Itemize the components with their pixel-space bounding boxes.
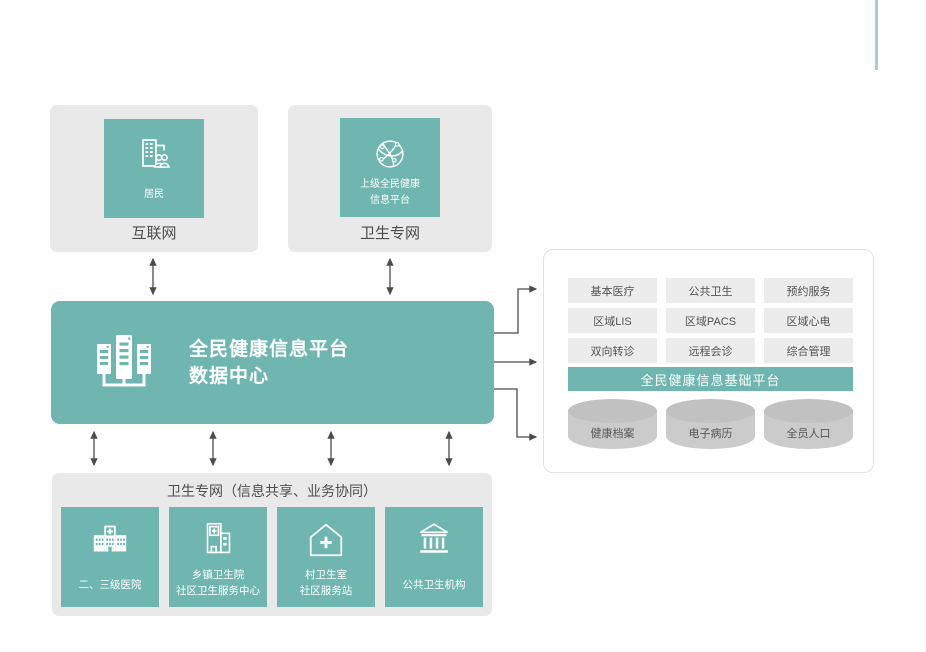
app-chip: 预约服务 [764,278,853,303]
health-center-tile-label: 乡镇卫生院 社区卫生服务中心 [176,569,260,597]
residents-building-icon [104,131,204,179]
upper-platform-tile-label: 上级全民健康 信息平台 [360,179,420,206]
hospital-tile: 二、三级医院 [61,507,159,607]
app-chip: 基本医疗 [568,278,657,303]
app-chip: 远程会诊 [666,338,755,363]
database-cylinder: 健康档案 [568,399,657,451]
health-center-icon [169,517,267,563]
database-cylinder: 电子病历 [666,399,755,451]
village-clinic-icon [277,517,375,563]
hospital-icon [61,517,159,563]
server-racks-icon [89,333,159,393]
base-platform-bar: 全民健康信息基础平台 [568,367,853,391]
internet-node: 居民 互联网 [50,105,258,252]
app-chip: 区域PACS [666,308,755,333]
internet-node-label: 互联网 [131,225,177,242]
upper-platform-tile: 上级全民健康 信息平台 [340,118,440,217]
village-clinic-tile-label: 村卫生室 社区服务站 [299,569,353,597]
village-clinic-tile: 村卫生室 社区服务站 [277,507,375,607]
app-chip: 双向转诊 [568,338,657,363]
data-center-title: 全民健康信息平台 数据中心 [189,338,350,387]
institution-tiles: 二、三级医院 [61,507,483,607]
app-chip: 区域心电 [764,308,853,333]
health-private-network-node-label: 卫生专网 [359,225,420,242]
data-center-node: 全民健康信息平台 数据中心 [51,301,494,424]
database-cylinders: 健康档案 电子病历 全员人口 [568,399,853,451]
residents-tile-label: 居民 [144,189,164,200]
health-center-tile: 乡镇卫生院 社区卫生服务中心 [169,507,267,607]
app-chip: 区域LIS [568,308,657,333]
public-health-institution-tile: 公共卫生机构 [385,507,483,607]
health-private-network-node: 上级全民健康 信息平台 卫生专网 [288,105,492,252]
app-chip: 公共卫生 [666,278,755,303]
institutions-section: 卫生专网（信息共享、业务协同） [52,473,492,616]
institutions-section-title: 卫生专网（信息共享、业务协同） [167,483,377,499]
database-cylinder: 全员人口 [764,399,853,451]
globe-network-icon [340,130,440,178]
application-grid: 基本医疗 公共卫生 预约服务 区域LIS 区域PACS 区域心电 双向转诊 远程… [568,278,853,363]
hospital-tile-label: 二、三级医院 [78,579,142,591]
public-health-institution-icon [385,517,483,563]
app-chip: 综合管理 [764,338,853,363]
residents-tile: 居民 [104,119,204,218]
application-panel: 基本医疗 公共卫生 预约服务 区域LIS 区域PACS 区域心电 双向转诊 远程… [543,249,874,473]
top-right-accent-line [875,0,878,70]
public-health-institution-tile-label: 公共卫生机构 [402,579,466,591]
